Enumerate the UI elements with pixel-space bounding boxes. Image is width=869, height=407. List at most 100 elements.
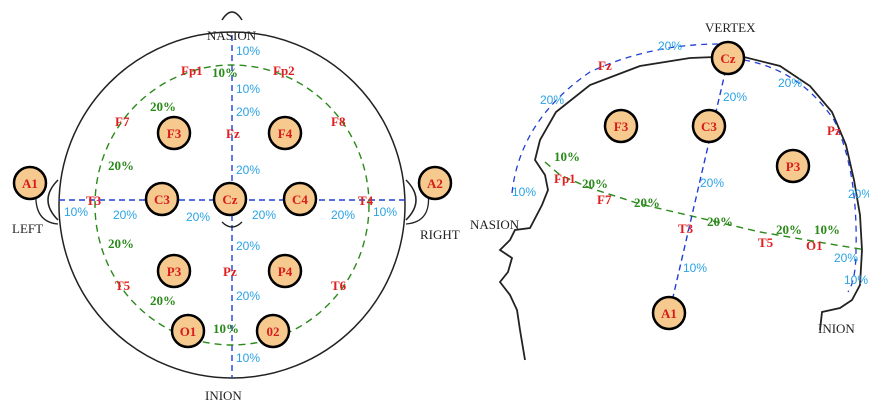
pct-green: 20%: [582, 176, 608, 191]
pct-blue: 20%: [778, 76, 802, 90]
head-profile: [498, 55, 863, 361]
pct-blue: 20%: [834, 251, 858, 265]
circumference-line-side: [544, 161, 867, 251]
pct-blue: 20%: [658, 39, 682, 53]
pct-blue: 20%: [723, 90, 747, 104]
pct-green: 10%: [814, 222, 840, 237]
pct-green: 20%: [150, 99, 176, 114]
label-fp1: Fp1: [181, 63, 203, 78]
pct-blue: 20%: [540, 93, 564, 107]
side-label-f7: F7: [597, 192, 612, 207]
left-label: LEFT: [12, 221, 43, 236]
electrode-p4: P4: [267, 253, 303, 289]
electrode-side-p3: P3: [775, 148, 811, 184]
svg-text:P4: P4: [278, 264, 293, 279]
svg-text:F3: F3: [167, 126, 182, 141]
pct-blue: 20%: [700, 176, 724, 190]
side-label-t5: T5: [758, 235, 774, 250]
pct-green: 20%: [707, 214, 733, 229]
pct-blue: 20%: [236, 239, 260, 253]
pct-blue: 10%: [683, 261, 707, 275]
pct-blue: 10%: [236, 82, 260, 96]
pct-blue: 20%: [848, 187, 869, 201]
pct-green: 20%: [108, 158, 134, 173]
side-label-o1: O1: [806, 238, 823, 253]
electrode-f4: F4: [267, 115, 303, 151]
pct-green: 20%: [776, 222, 802, 237]
label-t5: T5: [115, 278, 131, 293]
left-ear-outline: [47, 179, 59, 221]
vertex-label: VERTEX: [705, 20, 756, 35]
label-f8: F8: [331, 114, 346, 129]
electrode-c4: C4: [282, 181, 318, 217]
pct-green: 10%: [212, 65, 238, 80]
pct-green: 20%: [150, 293, 176, 308]
side-nasion-label: NASION: [470, 217, 520, 232]
nose-outline: [221, 11, 243, 21]
pct-blue: 20%: [331, 208, 355, 222]
pct-green: 10%: [554, 149, 580, 164]
label-fp2: Fp2: [273, 63, 295, 78]
svg-text:O1: O1: [180, 324, 197, 339]
inion-label: INION: [205, 388, 242, 403]
svg-text:C4: C4: [292, 192, 308, 207]
pct-blue: 10%: [512, 185, 536, 199]
svg-text:F4: F4: [278, 126, 293, 141]
pct-blue: 10%: [844, 273, 868, 287]
svg-text:Cz: Cz: [222, 192, 237, 207]
svg-text:C3: C3: [701, 119, 717, 134]
svg-text:P3: P3: [167, 264, 182, 279]
right-ear-outline: [405, 179, 417, 221]
svg-text:P3: P3: [786, 159, 801, 174]
electrode-c3: C3: [144, 181, 180, 217]
label-t4: T4: [358, 193, 374, 208]
electrode-side-a1: A1: [651, 295, 687, 331]
electrode-p3: P3: [156, 253, 192, 289]
svg-text:A2: A2: [427, 176, 443, 191]
pct-blue: 10%: [64, 205, 88, 219]
side-view: VERTEX NASION INION Cz F3 C3 P3 A1 Fz Pz…: [470, 20, 869, 361]
pct-blue: 20%: [236, 163, 260, 177]
vertical-line: [669, 59, 729, 311]
pct-green: 20%: [634, 195, 660, 210]
svg-text:C3: C3: [154, 192, 170, 207]
arc-line: [511, 43, 857, 293]
pct-blue: 10%: [373, 205, 397, 219]
electrode-side-c3: C3: [691, 108, 727, 144]
electrode-a2: A2: [417, 165, 453, 201]
svg-text:Cz: Cz: [720, 51, 735, 66]
side-label-pz: Pz: [827, 123, 841, 138]
top-view: NASION INION LEFT RIGHT A1 A2 F3 F4 C3 C…: [12, 11, 460, 403]
pct-blue: 20%: [252, 208, 276, 222]
electrode-a1: A1: [12, 165, 48, 201]
label-fz: Fz: [226, 126, 240, 141]
electrode-side-f3: F3: [603, 108, 639, 144]
right-label: RIGHT: [420, 227, 460, 242]
svg-text:A1: A1: [22, 176, 38, 191]
electrode-o2: 02: [255, 313, 291, 349]
electrode-cz: Cz: [212, 181, 248, 217]
nasion-label: NASION: [207, 28, 257, 43]
label-t6: T6: [331, 278, 347, 293]
pct-blue: 20%: [186, 210, 210, 224]
electrode-o1: O1: [170, 313, 206, 349]
label-t3: T3: [86, 193, 102, 208]
side-label-t3: T3: [678, 221, 694, 236]
label-f7: F7: [115, 114, 130, 129]
svg-text:F3: F3: [614, 119, 629, 134]
electrode-side-cz: Cz: [710, 40, 746, 76]
pct-blue: 10%: [236, 44, 260, 58]
pct-green: 10%: [213, 321, 239, 336]
pct-blue: 20%: [236, 105, 260, 119]
side-inion-label: INION: [818, 321, 855, 336]
pct-blue: 10%: [236, 351, 260, 365]
circumference-line: [94, 64, 370, 346]
pct-green: 20%: [108, 236, 134, 251]
svg-text:A1: A1: [661, 306, 677, 321]
svg-text:02: 02: [267, 324, 280, 339]
side-label-fz: Fz: [598, 58, 612, 73]
label-pz: Pz: [223, 264, 237, 279]
pct-blue: 20%: [236, 289, 260, 303]
side-label-fp1: Fp1: [554, 171, 576, 186]
